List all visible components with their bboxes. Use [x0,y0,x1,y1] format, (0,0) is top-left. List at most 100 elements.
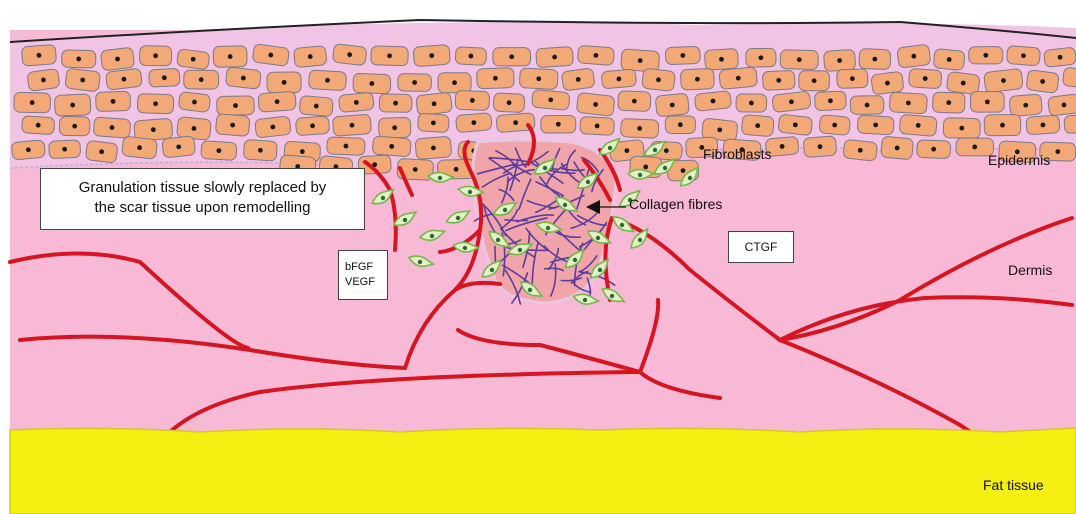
keratinocyte-cell [21,45,56,67]
keratinocyte-cell [881,136,914,160]
collagen-fibre [505,220,527,221]
keratinocyte-cell [215,114,250,137]
keratinocyte-cell [178,92,211,113]
keratinocyte-cell [561,68,595,91]
keratinocyte-cell [299,95,333,116]
keratinocyte-cell [532,89,571,110]
keratinocyte-cell [21,116,54,135]
keratinocyte-cell [897,44,931,68]
keratinocyte-cell [213,46,247,68]
keratinocyte-cell [258,91,296,112]
keratinocyte-cell [576,92,615,116]
keratinocyte-cell [889,92,927,114]
keratinocyte-cell [932,92,965,113]
keratinocyte-cell [814,91,846,111]
keratinocyte-cell [176,49,209,70]
keratinocyte-cell [943,118,980,139]
keratinocyte-cell [984,115,1020,136]
keratinocyte-cell [371,46,409,66]
keratinocyte-cell [746,48,776,67]
keratinocyte-cell [93,117,131,138]
keratinocyte-cell [149,68,181,87]
keratinocyte-cell [255,116,292,138]
keratinocyte-cell [184,70,219,89]
fibroblasts-label: Fibroblasts [703,146,771,162]
keratinocyte-cell [680,68,714,90]
growth-factor-box-bfgf-vegf: bFGF VEGF [338,250,388,300]
granulation-caption-box: Granulation tissue slowly replaced by th… [40,168,365,230]
keratinocyte-cell [741,115,774,137]
growth-factor-box-ctgf: CTGF [728,231,794,263]
keratinocyte-cell [398,74,432,92]
ctgf-label: CTGF [745,240,778,254]
keratinocyte-cell [267,72,301,93]
fat-layer [10,428,1076,514]
keratinocyte-cell [456,113,493,133]
keratinocyte-cell [819,115,851,136]
dermis-label: Dermis [1008,262,1052,278]
keratinocyte-cell [541,115,576,133]
keratinocyte-cell [655,93,689,117]
keratinocyte-cell [59,116,89,135]
vegf-label: VEGF [345,275,387,290]
keratinocyte-cell [704,48,738,70]
keratinocyte-cell [27,68,60,91]
keratinocyte-cell [201,141,237,161]
keratinocyte-cell [1048,94,1076,116]
keratinocyte-cell [122,136,158,159]
keratinocyte-cell [139,46,171,66]
keratinocyte-cell [327,137,365,155]
keratinocyte-cell [799,71,830,91]
keratinocyte-cell [293,45,327,67]
keratinocyte-cell [519,68,558,89]
keratinocyte-cell [772,91,811,113]
keratinocyte-cell [1026,70,1059,94]
keratinocyte-cell [577,45,614,65]
keratinocyte-cell [780,50,818,70]
keratinocyte-cell [984,68,1024,92]
keratinocyte-cell [665,46,700,64]
keratinocyte-cell [100,47,134,71]
keratinocyte-cell [719,67,758,90]
keratinocyte-cell [601,69,636,89]
collagen-fibres-label: Collagen fibres [629,196,722,212]
keratinocyte-cell [857,115,894,135]
keratinocyte-cell [54,94,91,116]
keratinocyte-cell [438,73,471,93]
keratinocyte-cell [580,116,615,135]
keratinocyte-cell [969,47,1003,64]
keratinocyte-cell [96,91,131,111]
keratinocyte-cell [909,68,942,88]
keratinocyte-cell [11,140,45,160]
keratinocyte-cell [162,136,196,158]
keratinocyte-cell [65,68,101,92]
keratinocyte-cell [332,114,371,136]
keratinocyte-cell [417,113,449,133]
keratinocyte-cell [803,136,837,158]
keratinocyte-cell [694,91,731,112]
keratinocyte-cell [217,96,255,115]
keratinocyte-cell [477,68,515,89]
epidermis-label: Epidermis [988,152,1050,168]
keratinocyte-cell [778,114,813,136]
keratinocyte-cell [493,48,531,66]
keratinocyte-cell [837,69,868,89]
keratinocyte-cell [338,92,374,112]
keratinocyte-cell [137,94,174,114]
keratinocyte-cell [859,48,891,69]
keratinocyte-cell [899,114,937,136]
keratinocyte-cell [620,118,658,138]
keratinocyte-cell [946,71,980,94]
keratinocyte-cell [379,94,412,113]
keratinocyte-cell [933,49,965,71]
keratinocyte-cell [353,73,391,94]
keratinocyte-cell [243,139,277,161]
keratinocyte-cell [762,70,795,90]
keratinocyte-cell [225,67,261,89]
keratinocyte-cell [618,91,651,112]
keratinocyte-cell [823,49,855,71]
granulation-caption-line2: the scar tissue upon remodelling [41,198,364,218]
keratinocyte-cell [736,94,767,112]
keratinocyte-cell [455,47,487,66]
